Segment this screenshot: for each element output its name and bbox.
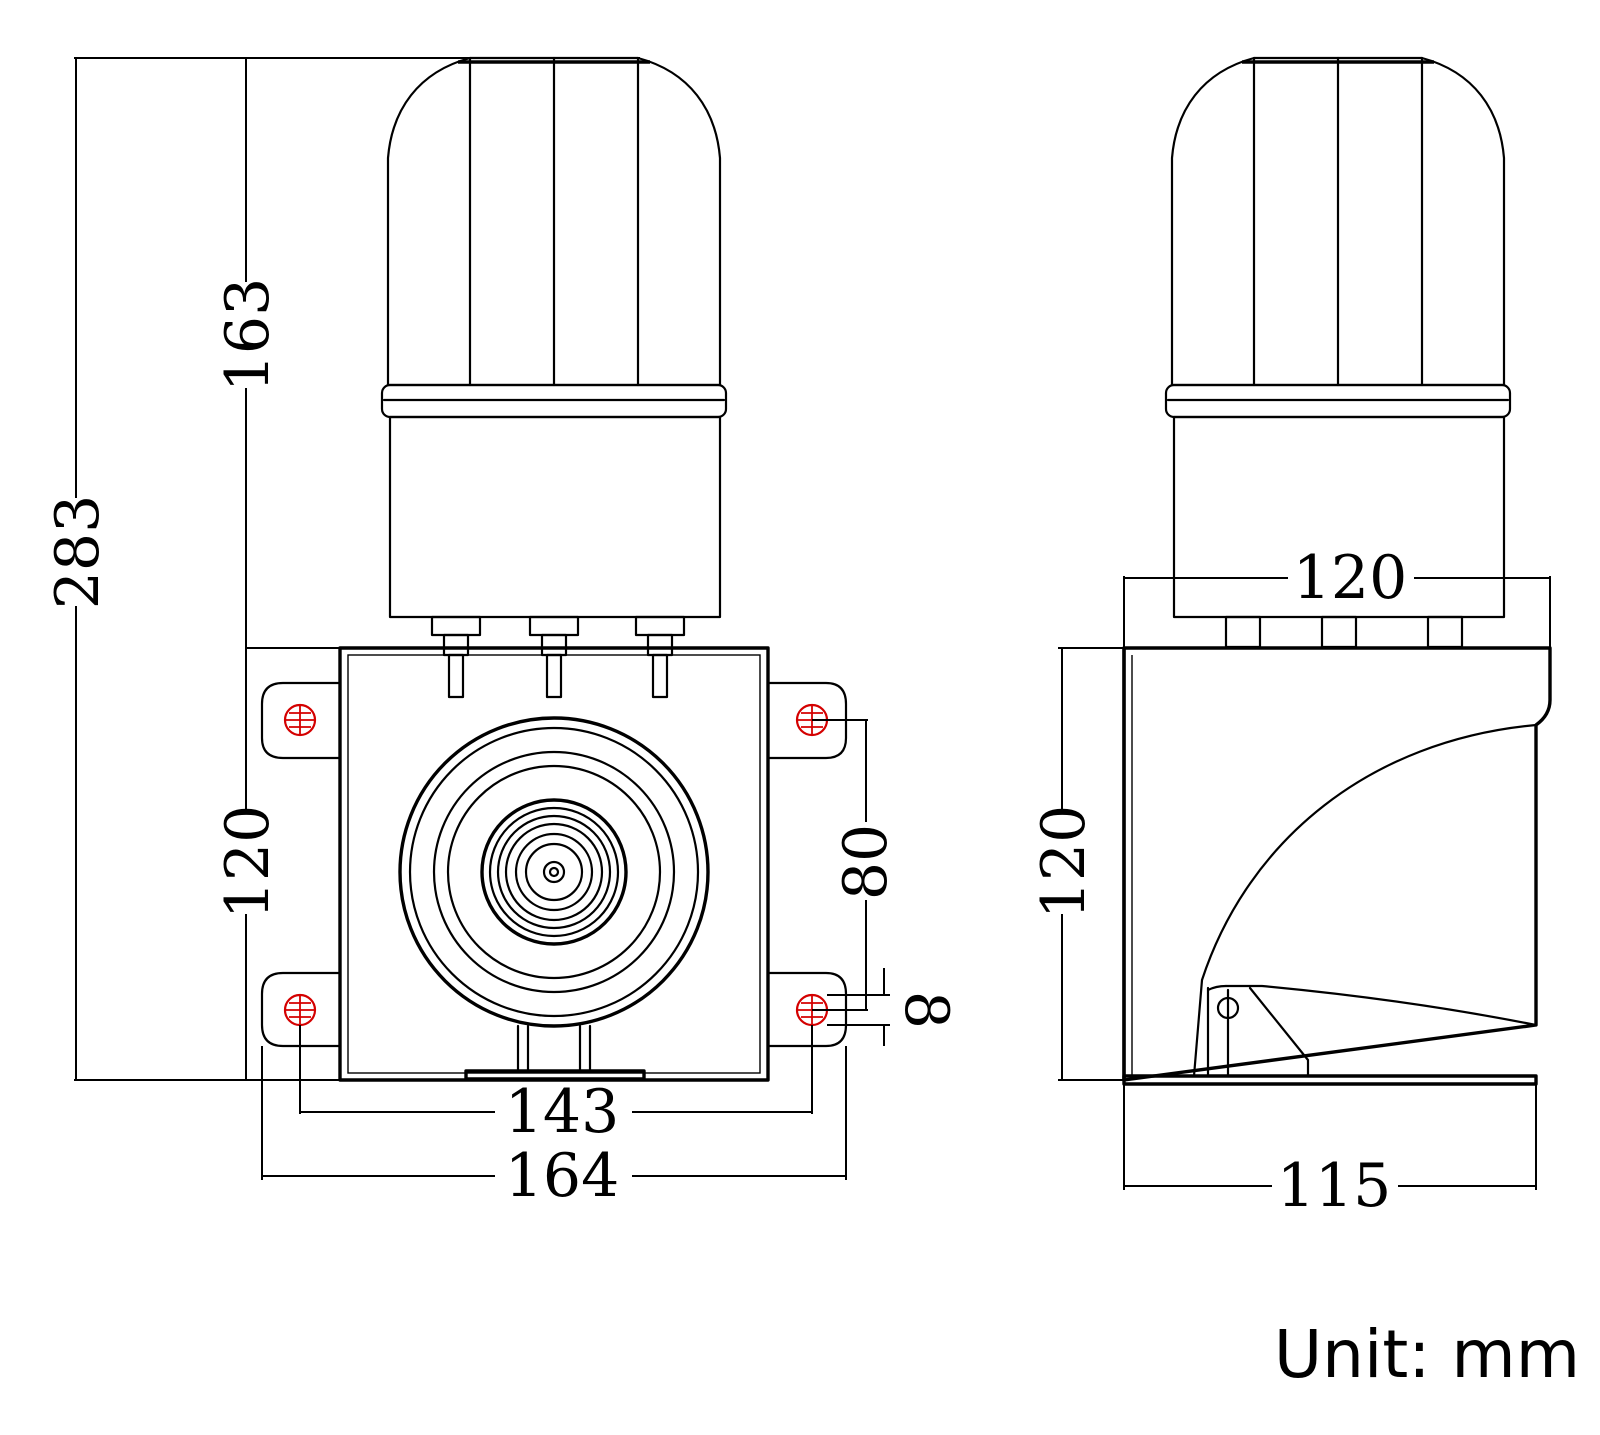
front-view: 283 163 120 80 8 143 164 bbox=[43, 56, 961, 1211]
side-beacon-dome bbox=[1170, 56, 1506, 387]
front-terminals bbox=[430, 615, 686, 699]
side-terminals bbox=[1224, 615, 1464, 649]
front-speaker bbox=[398, 716, 710, 1081]
front-dimension-lines bbox=[74, 57, 890, 1180]
front-beacon-ring bbox=[380, 383, 728, 419]
dim-label-hole-diameter: 8 bbox=[891, 991, 961, 1029]
dim-label-depth: 115 bbox=[1277, 1151, 1392, 1221]
side-view: 120 120 115 bbox=[1029, 56, 1552, 1221]
dim-label-light-height: 163 bbox=[213, 278, 283, 393]
dim-label-hole-horizontal-spacing: 143 bbox=[505, 1077, 620, 1147]
side-dimension-lines bbox=[1058, 576, 1551, 1190]
dim-label-side-body-height: 120 bbox=[1029, 805, 1099, 920]
dim-label-light-width: 120 bbox=[1293, 543, 1408, 613]
side-horn-housing bbox=[1122, 646, 1552, 1086]
unit-label: Unit: mm bbox=[1273, 1316, 1580, 1393]
front-beacon-base bbox=[388, 415, 722, 619]
dim-label-total-width: 164 bbox=[505, 1141, 620, 1211]
dim-label-hole-vertical-spacing: 80 bbox=[831, 824, 901, 900]
dim-label-total-height: 283 bbox=[43, 495, 113, 610]
front-beacon-dome bbox=[386, 56, 722, 387]
side-beacon-ring bbox=[1164, 383, 1512, 419]
dim-label-body-height: 120 bbox=[213, 805, 283, 920]
